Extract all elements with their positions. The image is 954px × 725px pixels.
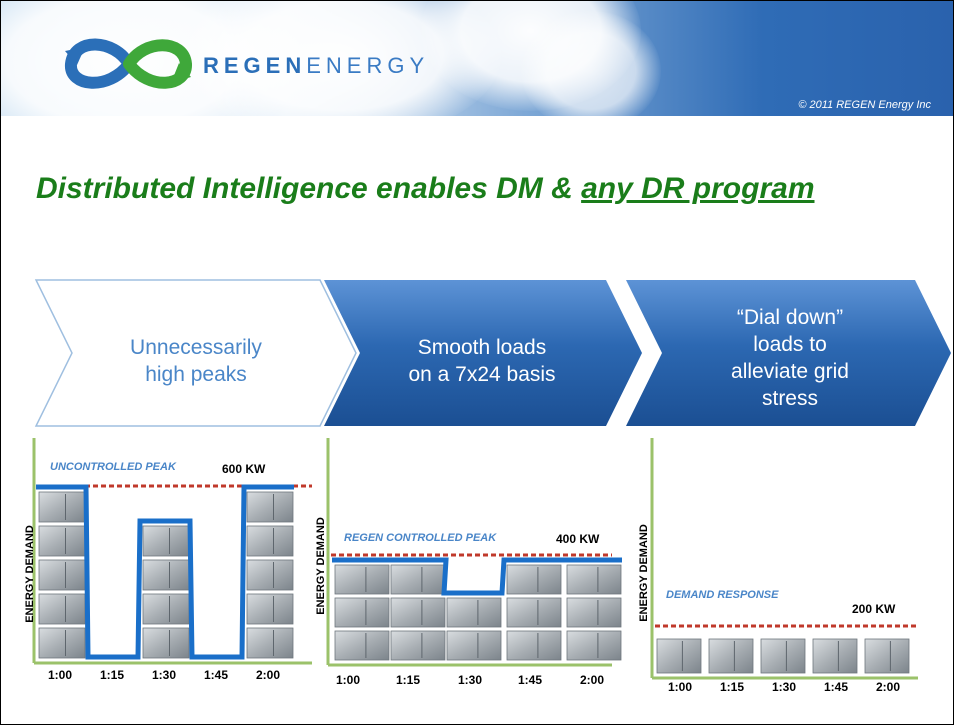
- panel-1-kw-label: 600 KW: [222, 462, 266, 476]
- panel-2-tick: 1:30: [458, 673, 483, 687]
- panel-3-tick: 2:00: [876, 680, 901, 694]
- hvac-unit: [812, 638, 858, 674]
- slide-title: Distributed Intelligence enables DM & an…: [36, 172, 815, 206]
- hvac-unit: [38, 491, 86, 523]
- hvac-unit: [506, 564, 562, 595]
- load-line: [332, 557, 622, 596]
- hvac-unit: [142, 525, 190, 557]
- chevron-2: [324, 280, 642, 426]
- header-banner: REGENENERGY © 2011 REGEN Energy Inc: [1, 1, 953, 116]
- hvac-unit: [656, 638, 702, 674]
- hvac-unit: [38, 627, 86, 659]
- chevron-3: [626, 280, 951, 426]
- hvac-unit: [334, 597, 390, 628]
- chevron-3-line: alleviate grid: [731, 360, 849, 383]
- chevron-3-line: stress: [761, 387, 818, 410]
- hvac-unit: [38, 559, 86, 591]
- infinity-arrows-icon: [65, 38, 192, 89]
- hvac-unit: [760, 638, 806, 674]
- hvac-unit: [246, 627, 294, 659]
- chevron-1-line: Unnecessarily: [130, 336, 262, 359]
- hvac-unit: [142, 559, 190, 591]
- hvac-unit: [246, 525, 294, 557]
- panel-3-ylabel: ENERGY DEMAND: [638, 524, 650, 622]
- panel-2-tick: 1:45: [518, 673, 543, 687]
- hvac-unit: [334, 564, 390, 595]
- panel-2-kw-label: 400 KW: [556, 532, 600, 546]
- panel-3-kw-label: 200 KW: [852, 602, 896, 616]
- hvac-unit: [864, 638, 910, 674]
- panel-1-ylabel: ENERGY DEMAND: [24, 525, 36, 623]
- hvac-unit: [38, 525, 86, 557]
- brand-regen: REGEN: [203, 53, 307, 78]
- hvac-unit: [566, 564, 622, 595]
- hvac-unit: [390, 597, 446, 628]
- panel-3-tick: 1:45: [824, 680, 849, 694]
- panel-1-tick: 1:30: [152, 668, 177, 682]
- hvac-unit: [446, 597, 502, 628]
- panel-2-ylabel: ENERGY DEMAND: [315, 517, 327, 615]
- hvac-unit: [446, 630, 502, 661]
- hvac-unit: [142, 593, 190, 625]
- chevron-strip: [34, 279, 951, 427]
- chevron-3-line: loads to: [753, 333, 827, 356]
- panel-1-peak-label: UNCONTROLLED PEAK: [50, 461, 176, 473]
- hvac-unit: [708, 638, 754, 674]
- hvac-unit: [390, 564, 446, 595]
- hvac-unit: [506, 597, 562, 628]
- chevron-2-line: Smooth loads: [417, 336, 547, 359]
- panel-2-tick: 1:15: [396, 673, 421, 687]
- hvac-unit: [246, 491, 294, 523]
- panel-3-tick: 1:00: [668, 680, 693, 694]
- chevron-1-line: high peaks: [145, 363, 247, 386]
- panel-2-tick: 2:00: [580, 673, 605, 687]
- panel-3-tick: 1:15: [720, 680, 745, 694]
- panel-1-tick: 1:45: [204, 668, 229, 682]
- chevron-1-text: Unnecessarily high peaks: [96, 334, 296, 388]
- title-underlined: any DR program: [581, 172, 815, 205]
- title-main: Distributed Intelligence enables DM &: [36, 172, 582, 205]
- panel-1-tick: 1:00: [48, 668, 73, 682]
- panel-1-tick: 2:00: [256, 668, 281, 682]
- hvac-unit: [566, 630, 622, 661]
- hvac-unit: [566, 597, 622, 628]
- brand-name: REGENENERGY: [203, 53, 429, 79]
- panel-1-tick: 1:15: [100, 668, 125, 682]
- hvac-unit: [246, 559, 294, 591]
- copyright: © 2011 REGEN Energy Inc: [798, 99, 931, 111]
- chevron-2-text: Smooth loads on a 7x24 basis: [384, 334, 580, 388]
- panel-3-peak-label: DEMAND RESPONSE: [666, 589, 779, 601]
- hvac-unit: [506, 630, 562, 661]
- chevron-1: [34, 279, 357, 427]
- panel-2-tick: 1:00: [336, 673, 361, 687]
- hvac-unit: [334, 630, 390, 661]
- load-line: [36, 484, 294, 660]
- panel-2-peak-label: REGEN CONTROLLED PEAK: [344, 532, 497, 544]
- chevron-3-text: “Dial down” loads to alleviate grid stre…: [690, 304, 890, 412]
- chevron-2-line: on a 7x24 basis: [408, 363, 556, 386]
- hvac-unit: [142, 627, 190, 659]
- chevron-3-line: “Dial down”: [736, 306, 844, 329]
- hvac-unit: [390, 630, 446, 661]
- hvac-unit: [246, 593, 294, 625]
- cloud: [521, 11, 661, 116]
- panel-3-tick: 1:30: [772, 680, 797, 694]
- brand-energy: ENERGY: [306, 53, 430, 78]
- hvac-unit: [38, 593, 86, 625]
